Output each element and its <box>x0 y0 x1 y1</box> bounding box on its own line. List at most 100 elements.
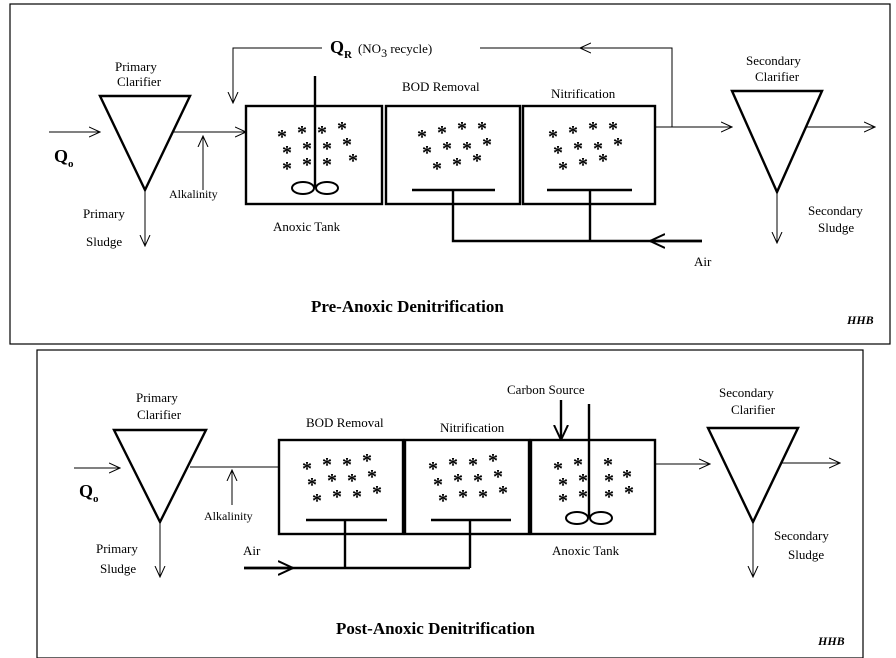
svg-text:*: * <box>622 466 632 488</box>
svg-text:*: * <box>448 454 458 476</box>
svg-text:*: * <box>453 470 463 492</box>
influent-label: Qo <box>54 146 74 170</box>
svg-text:*: * <box>558 490 568 512</box>
svg-text:*: * <box>372 482 382 504</box>
anoxic-biomass: *** **** **** <box>553 454 634 512</box>
alkalinity-label: Alkalinity <box>169 187 218 201</box>
nitrification-biomass: **** **** **** <box>428 450 508 512</box>
svg-text:*: * <box>438 490 448 512</box>
secondary-clarifier-label-1: Secondary <box>719 385 774 400</box>
svg-text:*: * <box>588 118 598 140</box>
svg-text:*: * <box>558 474 568 496</box>
secondary-clarifier-label-2: Clarifier <box>731 402 776 417</box>
secondary-sludge-label-1: Secondary <box>774 528 829 543</box>
svg-text:*: * <box>568 122 578 144</box>
svg-text:*: * <box>302 138 312 160</box>
svg-text:*: * <box>598 150 608 172</box>
svg-text:*: * <box>302 154 312 176</box>
svg-text:*: * <box>478 486 488 508</box>
svg-text:*: * <box>473 470 483 492</box>
svg-text:*: * <box>342 134 352 156</box>
primary-sludge-label-1: Primary <box>96 541 138 556</box>
svg-text:*: * <box>593 138 603 160</box>
nitrification-label: Nitrification <box>440 420 505 435</box>
bod-removal-label: BOD Removal <box>306 415 384 430</box>
post-anoxic-diagram: Qo Primary Clarifier Primary Sludge Alka… <box>36 349 864 658</box>
air-label: Air <box>243 543 261 558</box>
carbon-source-label: Carbon Source <box>507 382 585 397</box>
svg-text:*: * <box>348 150 358 172</box>
post-diagram-signature: HHB <box>817 634 845 648</box>
primary-clarifier-label-1: Primary <box>136 390 178 405</box>
svg-text:*: * <box>488 450 498 472</box>
primary-sludge-label-2: Sludge <box>86 234 122 249</box>
svg-text:*: * <box>472 150 482 172</box>
mixer-icon <box>565 404 613 525</box>
svg-text:*: * <box>468 454 478 476</box>
svg-text:*: * <box>417 126 427 148</box>
air-label: Air <box>694 254 712 269</box>
primary-sludge-label-2: Sludge <box>100 561 136 576</box>
pre-diagram-frame <box>9 3 891 345</box>
svg-text:*: * <box>297 122 307 144</box>
svg-text:*: * <box>573 454 583 476</box>
svg-text:*: * <box>322 138 332 160</box>
anoxic-tank-label: Anoxic Tank <box>552 543 620 558</box>
svg-text:*: * <box>422 142 432 164</box>
svg-text:*: * <box>477 118 487 140</box>
svg-text:*: * <box>493 466 503 488</box>
svg-text:*: * <box>608 118 618 140</box>
primary-sludge-label-1: Primary <box>83 206 125 221</box>
svg-text:*: * <box>553 142 563 164</box>
svg-text:*: * <box>302 458 312 480</box>
nitrification-label: Nitrification <box>551 86 616 101</box>
primary-clarifier-label-1: Primary <box>115 59 157 74</box>
svg-text:*: * <box>322 154 332 176</box>
svg-text:*: * <box>604 486 614 508</box>
secondary-sludge-label-2: Sludge <box>788 547 824 562</box>
primary-clarifier-label-2: Clarifier <box>137 407 182 422</box>
mixer-icon <box>291 76 339 195</box>
secondary-clarifier-label-1: Secondary <box>746 53 801 68</box>
svg-text:*: * <box>573 138 583 160</box>
svg-text:*: * <box>613 134 623 156</box>
secondary-clarifier-label-2: Clarifier <box>755 69 800 84</box>
air-diffuser-icon <box>412 188 702 243</box>
svg-text:*: * <box>312 490 322 512</box>
svg-text:*: * <box>352 486 362 508</box>
influent-label: Qo <box>79 481 99 505</box>
primary-clarifier-icon <box>112 428 208 525</box>
primary-clarifier-label-2: Clarifier <box>117 74 162 89</box>
post-diagram-title: Post-Anoxic Denitrification <box>336 619 535 638</box>
svg-text:*: * <box>322 454 332 476</box>
svg-text:*: * <box>327 470 337 492</box>
svg-text:*: * <box>482 134 492 156</box>
svg-text:*: * <box>362 450 372 472</box>
secondary-clarifier-icon <box>730 89 824 195</box>
secondary-clarifier-icon <box>706 426 800 525</box>
bod-removal-tank <box>277 438 405 536</box>
anoxic-biomass: **** **** **** <box>277 118 358 180</box>
bod-biomass: **** **** *** <box>417 118 492 180</box>
svg-text:*: * <box>337 118 347 140</box>
svg-text:*: * <box>548 126 558 148</box>
svg-text:*: * <box>347 470 357 492</box>
svg-text:*: * <box>307 474 317 496</box>
svg-text:*: * <box>332 486 342 508</box>
svg-text:*: * <box>558 158 568 180</box>
svg-text:*: * <box>342 454 352 476</box>
pre-anoxic-diagram: Qo Primary Clarifier Primary Sludge Alka… <box>9 3 891 345</box>
alkalinity-label: Alkalinity <box>204 509 253 523</box>
svg-text:*: * <box>282 158 292 180</box>
anoxic-tank-label: Anoxic Tank <box>273 219 341 234</box>
recycle-label: QR(NO3 recycle) <box>330 37 432 61</box>
svg-text:*: * <box>437 122 447 144</box>
bod-removal-label: BOD Removal <box>402 79 480 94</box>
primary-clarifier-icon <box>98 94 192 193</box>
svg-text:*: * <box>578 470 588 492</box>
svg-text:*: * <box>578 486 588 508</box>
svg-text:*: * <box>452 154 462 176</box>
svg-text:*: * <box>432 158 442 180</box>
svg-text:*: * <box>578 154 588 176</box>
